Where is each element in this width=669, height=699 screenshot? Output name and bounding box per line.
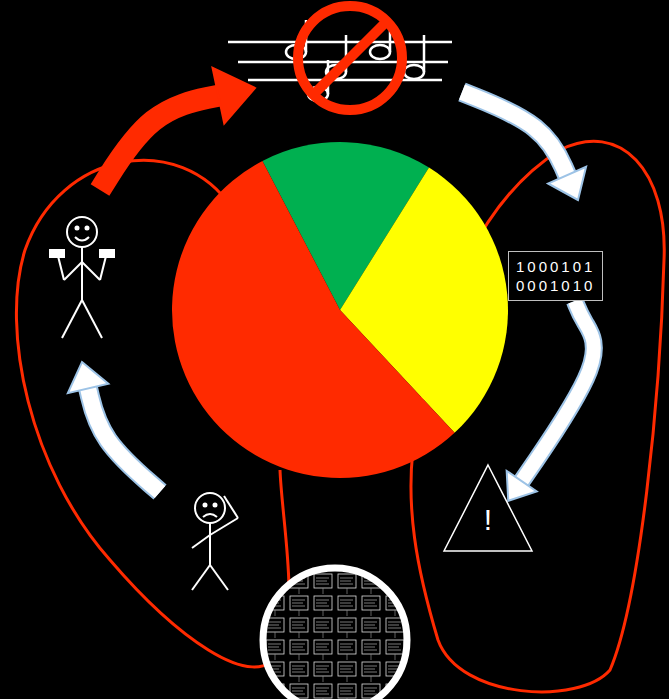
music-staff: [228, 20, 452, 101]
white-arrow: [462, 92, 586, 200]
white-arrow: [68, 362, 160, 492]
red-arrow: [100, 68, 255, 190]
arrow-shaft: [462, 92, 567, 175]
arrow-shaft: [100, 96, 218, 190]
document-circle: [260, 565, 410, 699]
node-text: 1000101 0001010: [516, 257, 595, 295]
happy-figure: [50, 217, 114, 338]
arrow-head: [507, 471, 537, 501]
arrow-shaft: [522, 301, 594, 481]
arrow-head: [213, 68, 255, 124]
arrow-outline: [522, 301, 594, 481]
arrow-outline: [462, 92, 567, 175]
pie-slice-red: [172, 161, 455, 478]
arrow-outline: [88, 389, 160, 492]
warning-triangle: !: [442, 463, 534, 553]
pie-chart: [172, 142, 508, 478]
arrow-head: [548, 167, 586, 200]
flow-arrow: [507, 301, 594, 501]
binary-box: 1000101 0001010: [508, 251, 603, 301]
arrow-head: [68, 362, 109, 393]
sad-figure: [192, 493, 238, 590]
node-text: !: [442, 503, 534, 537]
no-sign: [298, 6, 402, 110]
arrow-shaft: [88, 389, 160, 492]
